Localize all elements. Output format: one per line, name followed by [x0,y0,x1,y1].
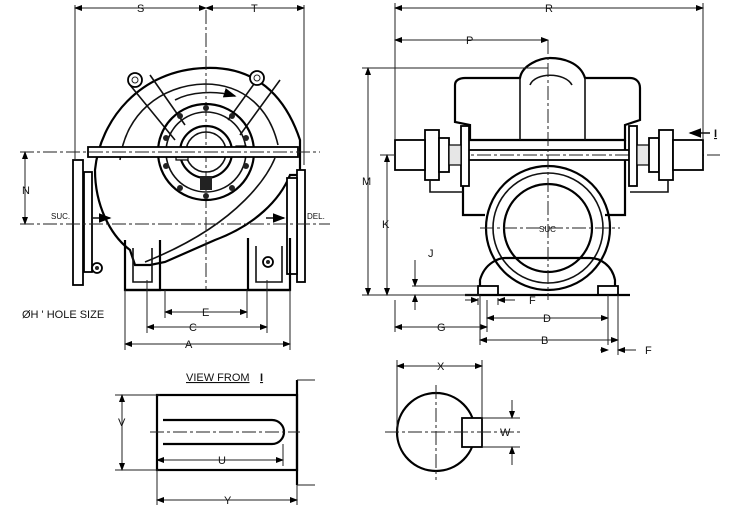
suction-label-front: SUC [539,225,556,234]
dim-y: Y [224,495,232,507]
suction-label-side: SUC. [51,212,70,221]
dim-u: U [218,455,226,467]
dim-v: V [118,417,126,429]
dim-a: A [185,339,193,351]
view-from-i [115,379,315,505]
dim-j: J [428,248,434,260]
dim-t: T [251,3,258,15]
dim-c: C [189,322,197,334]
discharge-label: DEL. [307,212,325,221]
view-from-title: VIEW FROM [186,372,250,384]
dim-p: P [466,35,473,47]
dim-g: G [437,322,446,334]
front-view [385,40,720,300]
side-view [20,10,330,300]
dim-w: W [500,427,511,439]
dim-d: D [543,313,551,325]
dim-f-lower: F [645,345,652,357]
side-view-dimensions [22,5,305,350]
shaft-end-view [385,360,520,480]
dim-f-upper: F [529,295,536,307]
dim-n: N [22,185,30,197]
hole-size-note: ØH ' HOLE SIZE [22,309,104,321]
dim-e: E [202,307,209,319]
dim-x: X [437,361,445,373]
dim-m: M [362,176,371,188]
view-from-marker: I [260,372,263,384]
dim-b: B [541,335,548,347]
dim-k: K [382,219,390,231]
dim-r: R [545,3,553,15]
front-view-dimensions [362,3,710,355]
dim-i-marker: I [714,128,717,140]
dimension-labels: S T N E C A R P M K J F G D B F I X W V … [22,3,717,507]
dim-s: S [137,3,144,15]
